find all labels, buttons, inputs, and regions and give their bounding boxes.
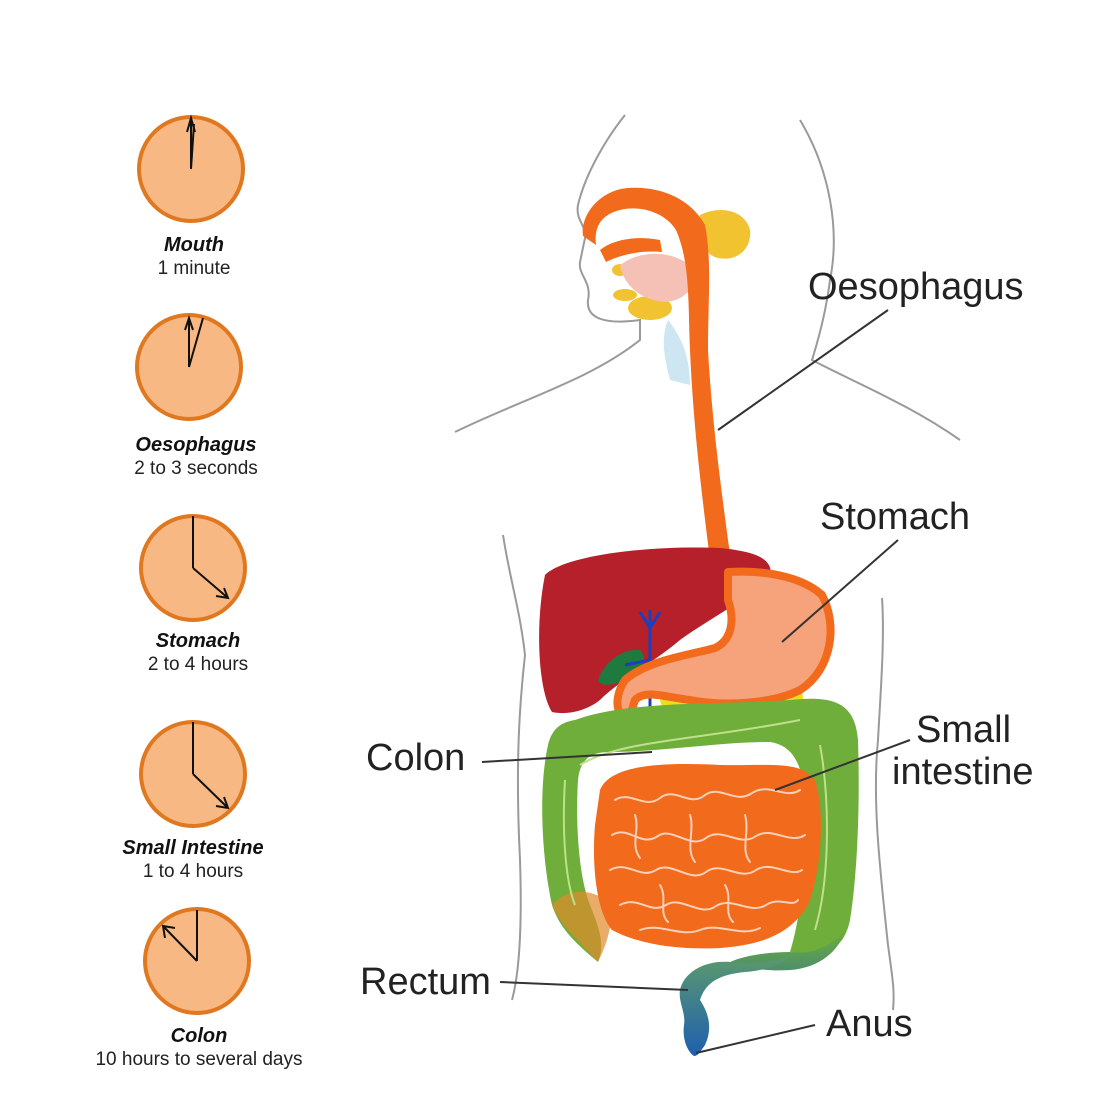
timeline-oesophagus: Oesophagus 2 to 3 seconds <box>66 433 326 481</box>
throat <box>663 320 690 385</box>
timeline-time: 1 minute <box>157 258 231 279</box>
leader-lines <box>481 309 911 1054</box>
label-small-intestine-line1: Small <box>916 709 1012 751</box>
clock-stomach <box>139 514 247 622</box>
mouth-cavity <box>620 253 694 302</box>
label-small-intestine-line2: intestine <box>892 751 1034 793</box>
clock-small-intestine <box>139 720 247 828</box>
label-anus: Anus <box>826 1003 913 1045</box>
liver <box>539 547 771 714</box>
timeline-time: 2 to 4 hours <box>147 654 249 675</box>
oesophagus-tube <box>582 187 752 610</box>
label-stomach: Stomach <box>820 496 970 538</box>
timeline-name: Small Intestine <box>122 837 264 859</box>
timeline-small-intestine: Small Intestine 1 to 4 hours <box>63 836 323 884</box>
label-rectum: Rectum <box>360 961 491 1003</box>
timeline-mouth: Mouth 1 minute <box>64 233 324 281</box>
clocks <box>135 114 251 1015</box>
colon-organ <box>542 698 859 971</box>
label-oesophagus: Oesophagus <box>808 266 1024 308</box>
stomach <box>613 567 835 729</box>
timeline-time: 1 to 4 hours <box>142 861 244 882</box>
timeline-colon: Colon 10 hours to several days <box>69 1024 329 1072</box>
body-outline <box>454 114 961 1011</box>
timeline-name: Stomach <box>155 630 241 652</box>
label-colon: Colon <box>366 737 466 779</box>
timeline-time: 10 hours to several days <box>95 1049 303 1070</box>
clock-mouth <box>137 114 245 223</box>
timeline-name: Colon <box>170 1025 228 1047</box>
timeline-name: Mouth <box>164 234 224 256</box>
gall-bladder <box>598 649 644 685</box>
small-intestine-organ <box>593 764 821 949</box>
clock-oesophagus <box>135 313 243 421</box>
upper-jaw <box>600 238 662 262</box>
timeline-name: Oesophagus <box>135 434 257 456</box>
rectum-organ <box>679 952 790 1056</box>
timeline-stomach: Stomach 2 to 4 hours <box>68 629 328 677</box>
clock-colon <box>143 907 251 1015</box>
timeline-time: 2 to 3 seconds <box>134 458 258 479</box>
